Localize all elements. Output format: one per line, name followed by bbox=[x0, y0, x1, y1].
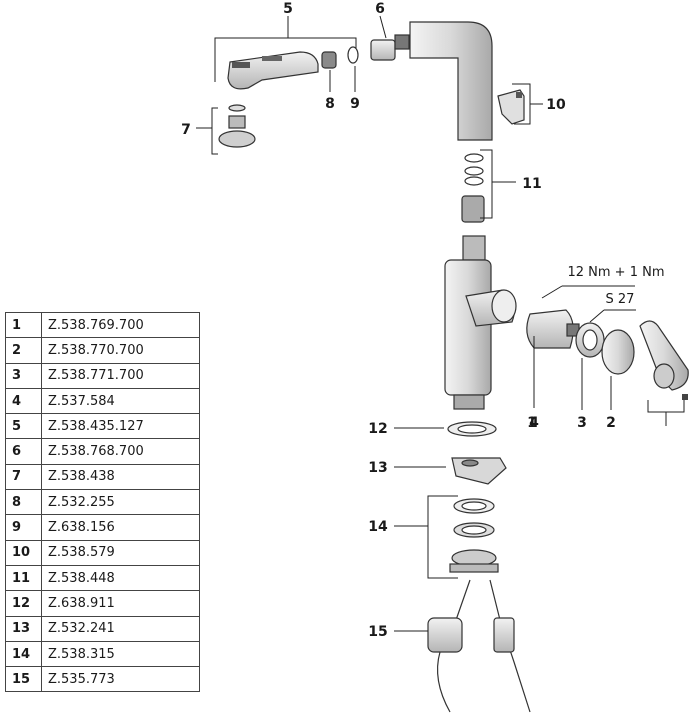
aerator-part bbox=[218, 104, 256, 148]
callout-13: 13 bbox=[368, 460, 387, 476]
callout-5: 5 bbox=[283, 1, 293, 17]
part-position: 9 bbox=[5, 514, 42, 541]
spray-head-part bbox=[227, 51, 319, 90]
part-code: Z.638.911 bbox=[41, 590, 200, 617]
bracket-11 bbox=[480, 149, 493, 219]
part-position: 7 bbox=[5, 463, 42, 491]
cover-sleeve-part bbox=[601, 329, 635, 410]
part-code: Z.538.315 bbox=[41, 640, 200, 668]
part-position: 11 bbox=[5, 564, 42, 592]
mixer-body-part bbox=[444, 235, 517, 410]
part-position: 2 bbox=[5, 337, 42, 364]
callout-8: 8 bbox=[325, 96, 335, 112]
part-position: 10 bbox=[5, 539, 42, 566]
callout-3: 3 bbox=[577, 415, 587, 431]
washer-9-part bbox=[347, 46, 359, 92]
part-position: 14 bbox=[5, 640, 42, 668]
part-position: 15 bbox=[5, 666, 42, 693]
part-code: Z.538.579 bbox=[41, 539, 200, 566]
bracket-14 bbox=[427, 495, 458, 579]
part-code: Z.538.435.127 bbox=[41, 413, 200, 440]
callout-11: 11 bbox=[522, 176, 541, 192]
part-code: Z.532.241 bbox=[41, 615, 200, 642]
part-position: 1 bbox=[5, 311, 42, 339]
part-position: 12 bbox=[5, 590, 42, 617]
callout-1: 1 bbox=[527, 415, 537, 431]
clip-part bbox=[497, 89, 525, 125]
part-position: 8 bbox=[5, 489, 42, 516]
part-code: Z.538.448 bbox=[41, 564, 200, 592]
part-code: Z.535.773 bbox=[41, 666, 200, 693]
bracket-1 bbox=[647, 400, 685, 413]
bracket-5 bbox=[214, 37, 357, 82]
part-position: 4 bbox=[5, 387, 42, 415]
part-position: 5 bbox=[5, 413, 42, 440]
callout-15: 15 bbox=[368, 624, 387, 640]
fixing-plate-part bbox=[451, 457, 507, 485]
callout-6: 6 bbox=[375, 1, 385, 17]
callout-4: 4 bbox=[529, 415, 539, 431]
part-code: Z.538.771.700 bbox=[41, 362, 200, 389]
cartridge-part bbox=[526, 309, 580, 408]
spout-connector-part bbox=[370, 15, 410, 61]
callout-10: 10 bbox=[546, 97, 566, 113]
seal-set-11-part bbox=[461, 153, 485, 223]
nut-part bbox=[575, 322, 605, 410]
part-code: Z.538.769.700 bbox=[41, 311, 200, 339]
part-position: 3 bbox=[5, 362, 42, 389]
torque-annotation: 12 Nm + 1 Nm bbox=[567, 265, 664, 280]
part-code: Z.537.584 bbox=[41, 387, 200, 415]
part-code: Z.538.768.700 bbox=[41, 438, 200, 465]
spout-part bbox=[405, 21, 493, 141]
part-code: Z.538.770.700 bbox=[41, 337, 200, 364]
washer-12-part bbox=[447, 421, 497, 437]
bracket-7 bbox=[211, 107, 218, 155]
hose-part bbox=[427, 579, 531, 713]
callout-12: 12 bbox=[368, 421, 387, 437]
nipple-part bbox=[321, 51, 337, 92]
part-code: Z.638.156 bbox=[41, 514, 200, 541]
part-code: Z.532.255 bbox=[41, 489, 200, 516]
mounting-set-part bbox=[449, 498, 499, 573]
lever-handle-part bbox=[639, 320, 689, 400]
part-position: 6 bbox=[5, 438, 42, 465]
callout-7: 7 bbox=[181, 122, 191, 138]
callout-14: 14 bbox=[368, 519, 388, 535]
callout-9: 9 bbox=[350, 96, 360, 112]
wrench-size-annotation: S 27 bbox=[606, 292, 635, 307]
part-code: Z.538.438 bbox=[41, 463, 200, 491]
part-position: 13 bbox=[5, 615, 42, 642]
callout-2: 2 bbox=[606, 415, 616, 431]
